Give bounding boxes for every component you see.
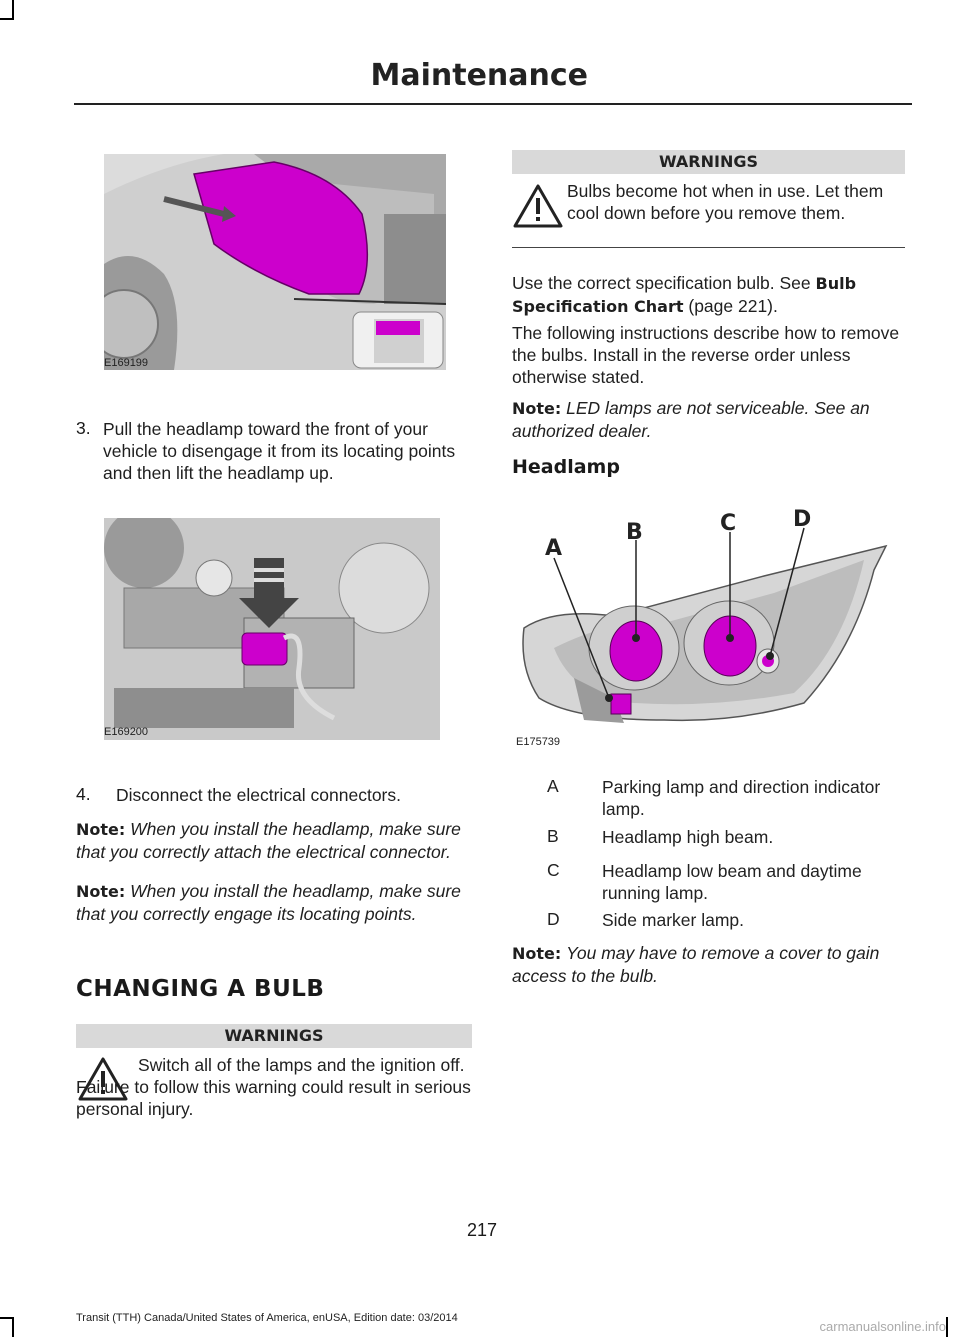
note: Note: LED lamps are not serviceable. See… [512, 397, 910, 442]
legend-text: Side marker lamp. [602, 910, 744, 930]
edition-info: Transit (TTH) Canada/United States of Am… [76, 1312, 458, 1324]
warning-text: Switch all of the lamps and the ignition… [76, 1054, 472, 1120]
watermark: carmanualsonline.info [819, 1319, 946, 1334]
note: Note: When you install the headlamp, mak… [76, 818, 476, 863]
warnings-title-bar: WARNINGS [512, 150, 905, 174]
page-section-title: Maintenance [370, 58, 588, 93]
legend-letter: D [547, 909, 560, 929]
paragraph-text: (page 221). [683, 296, 778, 316]
figure-code: E169199 [104, 357, 149, 369]
note-label: Note: [76, 882, 126, 901]
legend-text: Parking lamp and direction indicator lam… [602, 777, 881, 819]
note-text: LED lamps are not serviceable. See an au… [512, 398, 870, 441]
legend-text: Headlamp high beam. [602, 827, 774, 847]
step-text: Disconnect the electrical connectors. [116, 785, 401, 805]
vehicle-front-illustration [104, 154, 446, 370]
legend-text: Headlamp low beam and daytime running la… [602, 861, 862, 903]
warnings-title-bar: WARNINGS [76, 1024, 472, 1048]
crop-mark [12, 1317, 14, 1337]
legend-letter: C [547, 860, 560, 880]
crop-mark [0, 18, 14, 20]
paragraph-text: Use the correct specification bulb. See [512, 273, 816, 293]
page-number: 217 [467, 1220, 498, 1240]
bulb-chart-link[interactable]: Bulb Specification Chart [512, 274, 857, 316]
subsection-heading: Headlamp [512, 456, 620, 478]
section-heading: CHANGING A BULB [76, 976, 325, 1002]
warning-text-content: Switch all of the lamps and the ignition… [76, 1055, 471, 1119]
note: Note: You may have to remove a cover to … [512, 942, 910, 987]
callout-label: C [720, 511, 736, 536]
crop-mark [0, 1317, 14, 1319]
step-number: 3. [76, 418, 91, 438]
note-text: You may have to remove a cover to gain a… [512, 943, 880, 986]
legend-letter: B [547, 826, 559, 846]
crop-mark [946, 1317, 948, 1337]
legend-letter: A [547, 776, 559, 796]
paragraph: Use the correct specification bulb. See … [512, 272, 907, 318]
warning-divider [512, 247, 905, 248]
figure-headlamp-removal: E169199 [104, 154, 446, 370]
figure-code: E175739 [516, 736, 561, 748]
note-label: Note: [512, 399, 562, 418]
figure-headlamp-bulbs: A B C D E175739 [514, 498, 894, 750]
step-text: Pull the headlamp toward the front of yo… [103, 419, 456, 483]
header-rule [74, 103, 912, 105]
crop-mark [12, 0, 14, 20]
warning-triangle-icon [78, 1057, 128, 1101]
note-label: Note: [512, 944, 562, 963]
warning-triangle-icon [513, 184, 563, 228]
warning-text: Bulbs become hot when in use. Let them c… [567, 181, 884, 223]
note: Note: When you install the headlamp, mak… [76, 880, 476, 925]
paragraph: The following instructions describe how … [512, 323, 900, 387]
headlamp-illustration: A B C D [522, 507, 888, 723]
note-text: When you install the headlamp, make sure… [76, 819, 461, 862]
callout-label: B [626, 520, 643, 545]
figure-code: E169200 [104, 726, 149, 738]
step-number: 4. [76, 784, 91, 804]
note-label: Note: [76, 820, 126, 839]
figure-electrical-connector: E169200 [104, 518, 440, 740]
callout-label: A [545, 536, 562, 561]
callout-label: D [793, 507, 811, 532]
note-text: When you install the headlamp, make sure… [76, 881, 461, 924]
connector-illustration [104, 518, 440, 740]
